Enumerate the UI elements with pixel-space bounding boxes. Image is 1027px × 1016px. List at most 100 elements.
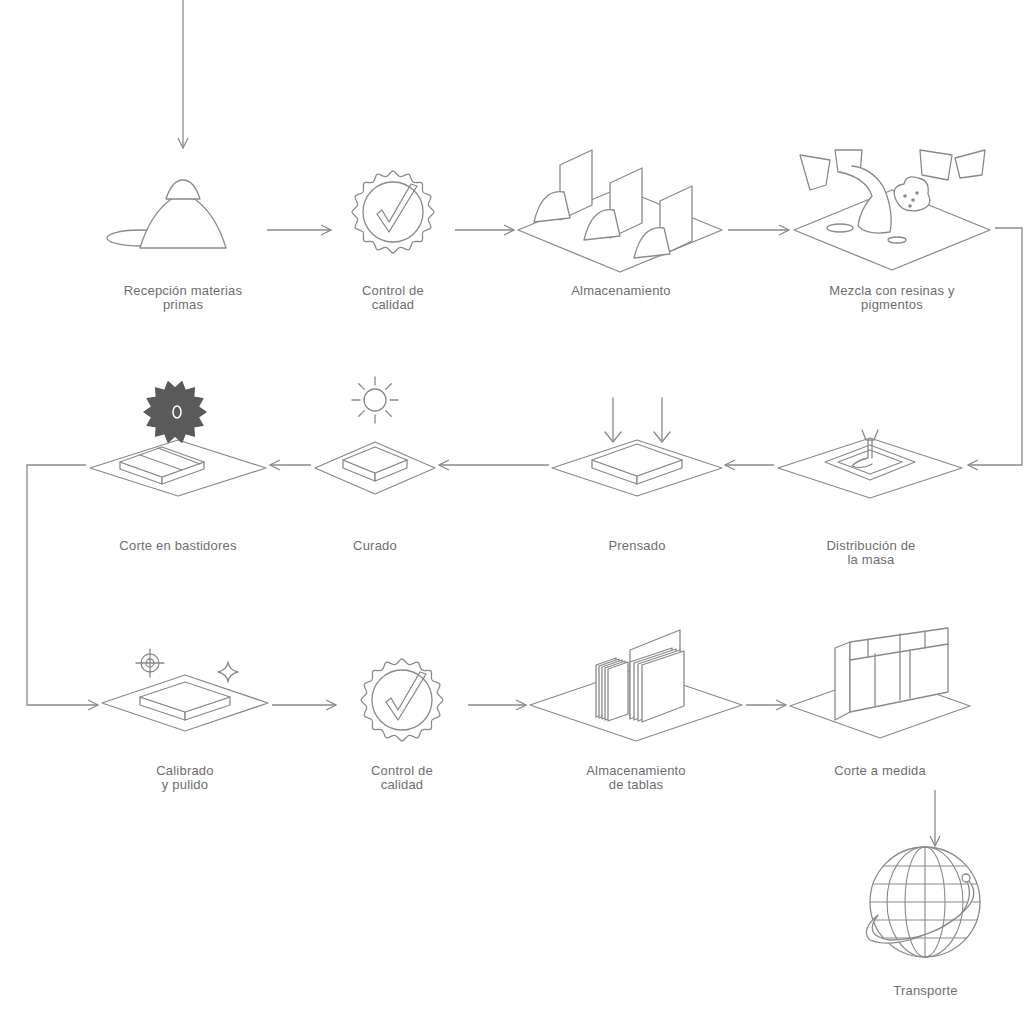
pigment-dot [908, 204, 912, 208]
sun-ray [390, 399, 398, 400]
pigment-dot [915, 191, 919, 195]
icon-space [340, 650, 464, 764]
floor-plate [102, 675, 268, 731]
material-pile [140, 196, 226, 248]
material-bag [955, 150, 985, 178]
flow-arrow [725, 464, 774, 465]
icon-space [102, 650, 268, 764]
process-step: Corte a medida [790, 650, 970, 778]
step-label: Mezcla con resinas y pigmentos [822, 284, 962, 312]
icon-space [90, 385, 266, 539]
board [608, 662, 628, 721]
flow-arrow [439, 464, 549, 465]
flow-arrow [746, 704, 786, 705]
step-label: Control de calidad [348, 284, 438, 312]
sun-ray [359, 411, 365, 417]
process-step: Transporte [858, 850, 993, 998]
icon-space [530, 650, 742, 764]
step-label: Distribución de la masa [825, 539, 917, 567]
press-arrow [661, 398, 662, 440]
sun-ray [374, 377, 375, 385]
process-step: Control de calidad [335, 152, 451, 312]
flow-arrow [455, 229, 514, 230]
process-step: Mezcla con resinas y pigmentos [793, 152, 991, 312]
flow-arrow [468, 704, 526, 705]
material-bag [800, 155, 830, 190]
material-pile [634, 228, 670, 258]
step-label: Curado [320, 539, 430, 553]
check-mark [377, 184, 417, 232]
floor-plate [794, 190, 990, 270]
flow-arrow [728, 229, 789, 230]
step-label: Corte en bastidores [93, 539, 263, 553]
step-label: Prensado [557, 539, 717, 553]
mould-rim [825, 445, 915, 480]
sun-ray [386, 384, 392, 390]
process-step: Corte en bastidores [90, 385, 266, 553]
process-step: Almacenamiento de tablas [530, 650, 742, 792]
step-label: Control de calidad [357, 764, 447, 792]
step-label: Calibrado y pulido [152, 764, 218, 792]
icon-space [858, 850, 993, 984]
slab-top [592, 444, 682, 476]
icon-space [790, 650, 970, 764]
cut-line [140, 455, 182, 470]
pigment-dot [903, 194, 907, 198]
icon-space [778, 385, 964, 539]
press-arrow [605, 432, 621, 442]
globe-parallel [873, 883, 977, 884]
icon-space [518, 152, 724, 284]
press-arrow [654, 432, 670, 442]
material-bag [920, 150, 952, 180]
flow-arrow [968, 228, 1022, 465]
mass-pour [852, 440, 872, 468]
saw-hub [173, 406, 181, 418]
step-label: Corte a medida [795, 764, 965, 778]
cut-line [158, 448, 200, 464]
material-pile [584, 210, 620, 240]
process-step: Prensado [553, 385, 721, 553]
process-step: Calibrado y pulido [102, 650, 268, 792]
board [642, 651, 684, 722]
process-step: Distribución de la masa [778, 385, 964, 567]
mass-pour [871, 440, 872, 458]
flow-arrow [267, 229, 331, 230]
icon-space [793, 152, 991, 284]
nozzle [862, 430, 878, 440]
globe-parallel [883, 865, 966, 866]
cut-grid [850, 632, 948, 706]
step-label: Transporte [861, 984, 991, 998]
resin-pour [840, 166, 891, 233]
icon-space [335, 152, 451, 284]
floor-plate [315, 442, 435, 494]
badge-ring [372, 670, 432, 730]
sun [364, 389, 386, 411]
icon-space [103, 152, 263, 284]
step-label: Recepción materias primas [118, 284, 248, 312]
pigment-cloud [894, 177, 930, 211]
globe-parallel [873, 919, 977, 920]
sun-ray [374, 415, 375, 423]
floor-plate [90, 440, 266, 496]
flow-arrow [272, 704, 336, 705]
wall-front [850, 628, 948, 712]
input-arrow [182, 0, 183, 148]
sun-ray [359, 384, 365, 390]
step-label: Almacenamiento [521, 284, 721, 298]
process-step: Almacenamiento [518, 152, 724, 298]
material-pile [166, 180, 200, 199]
wall-side [835, 642, 850, 720]
slab-top [120, 447, 204, 477]
floor-plate [778, 438, 962, 498]
quality-badge [361, 659, 443, 741]
icon-space [553, 385, 721, 539]
crosshair [136, 649, 164, 677]
saw-blade [144, 382, 206, 442]
resin-puddle [827, 224, 853, 232]
quality-badge [352, 171, 434, 253]
process-step: Control de calidad [340, 650, 464, 792]
process-step: Curado [315, 385, 435, 553]
